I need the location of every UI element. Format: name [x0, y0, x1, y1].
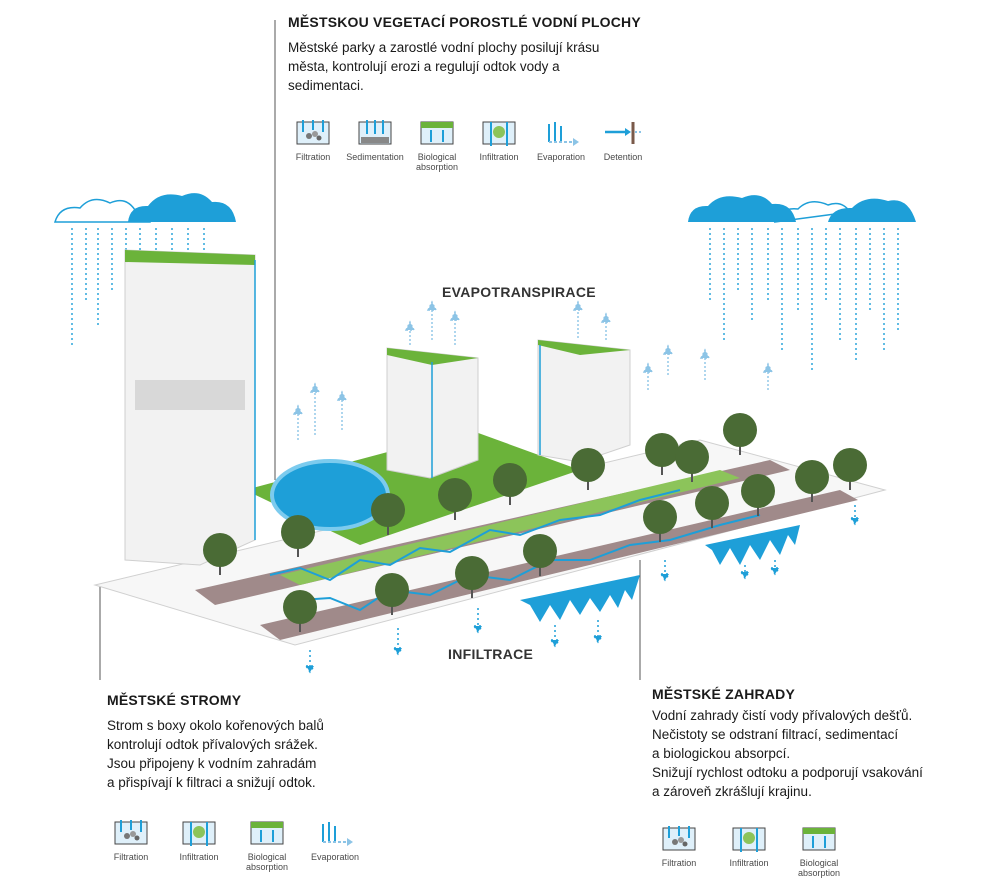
- right-icon-infiltration: Infiltration: [718, 824, 780, 878]
- sedimentation-icon: [358, 120, 392, 145]
- stream-lower: [299, 514, 761, 612]
- tree: [371, 493, 405, 535]
- left-icon-evaporation: Evaporation: [304, 818, 366, 872]
- left-icon-filtration: Filtration: [100, 818, 162, 872]
- street-trees: [203, 413, 867, 632]
- left-description: Strom s boxy okolo kořenových balů kontr…: [107, 718, 324, 790]
- top-icon-sedimentation: Sedimentation: [344, 118, 406, 172]
- infiltrace-label: INFILTRACE: [448, 646, 534, 662]
- evapotranspirace-label: EVAPOTRANSPIRACE: [442, 284, 596, 300]
- building-middle: [386, 347, 479, 479]
- detention-icon: [605, 122, 643, 144]
- right-description: Vodní zahrady čistí vody přívalových deš…: [652, 708, 923, 799]
- stream-upper: [269, 489, 681, 582]
- cloud-right: [688, 195, 916, 223]
- tree: [571, 448, 605, 490]
- bioswale-strip: [280, 470, 740, 585]
- left-text-block: MĚSTSKÉ STROMY Strom s boxy okolo kořeno…: [107, 692, 324, 792]
- tree: [723, 413, 757, 455]
- tree: [741, 474, 775, 516]
- tree: [283, 590, 317, 632]
- rain-right: [709, 228, 899, 370]
- cloud-left: [53, 193, 236, 223]
- top-description: Městské parky a zarostlé vodní plochy po…: [288, 40, 600, 93]
- tree: [833, 448, 867, 490]
- tree: [795, 460, 829, 502]
- infiltration-icon: [182, 821, 216, 846]
- tree: [281, 515, 315, 557]
- tree: [493, 463, 527, 505]
- infiltration-icon: [482, 121, 516, 146]
- biological-absorption-icon: [420, 121, 454, 145]
- left-icon-infiltration: Infiltration: [168, 818, 230, 872]
- filtration-icon: [114, 820, 148, 845]
- filtration-icon: [662, 826, 696, 851]
- tree: [675, 440, 709, 482]
- filtration-icon: [296, 120, 330, 145]
- top-icon-infiltration: Infiltration: [468, 118, 530, 172]
- top-icon-filtration: Filtration: [282, 118, 344, 172]
- infiltration-icon: [732, 827, 766, 852]
- tree: [643, 500, 677, 542]
- top-text-block: MĚSTSKOU VEGETACÍ POROSTLÉ VODNÍ PLOCHY …: [288, 14, 641, 95]
- infiltration-zone-right: [705, 525, 800, 565]
- evaporation-icon: [322, 822, 353, 846]
- tree: [455, 556, 489, 598]
- left-title: MĚSTSKÉ STROMY: [107, 692, 242, 708]
- right-text-block: MĚSTSKÉ ZAHRADY Vodní zahrady čistí vody…: [652, 686, 923, 801]
- tree: [375, 573, 409, 615]
- infiltration-zone-left: [520, 575, 640, 622]
- biological-absorption-icon: [250, 821, 284, 845]
- tree: [523, 534, 557, 576]
- infiltration-arrows: [304, 505, 861, 674]
- evaporation-arrows: [292, 300, 774, 440]
- evaporation-icon: [548, 122, 579, 146]
- tall-building: [124, 249, 256, 566]
- tree: [438, 478, 472, 520]
- right-icon-filtration: Filtration: [648, 824, 710, 878]
- top-icon-evaporation: Evaporation: [530, 118, 592, 172]
- tree: [203, 533, 237, 575]
- top-title: MĚSTSKOU VEGETACÍ POROSTLÉ VODNÍ PLOCHY: [288, 14, 641, 30]
- biological-absorption-icon: [802, 827, 836, 851]
- building-right: [537, 339, 631, 463]
- tree: [695, 486, 729, 528]
- right-title: MĚSTSKÉ ZAHRADY: [652, 686, 796, 702]
- top-icon-detention: Detention: [592, 118, 654, 172]
- tree: [645, 433, 679, 475]
